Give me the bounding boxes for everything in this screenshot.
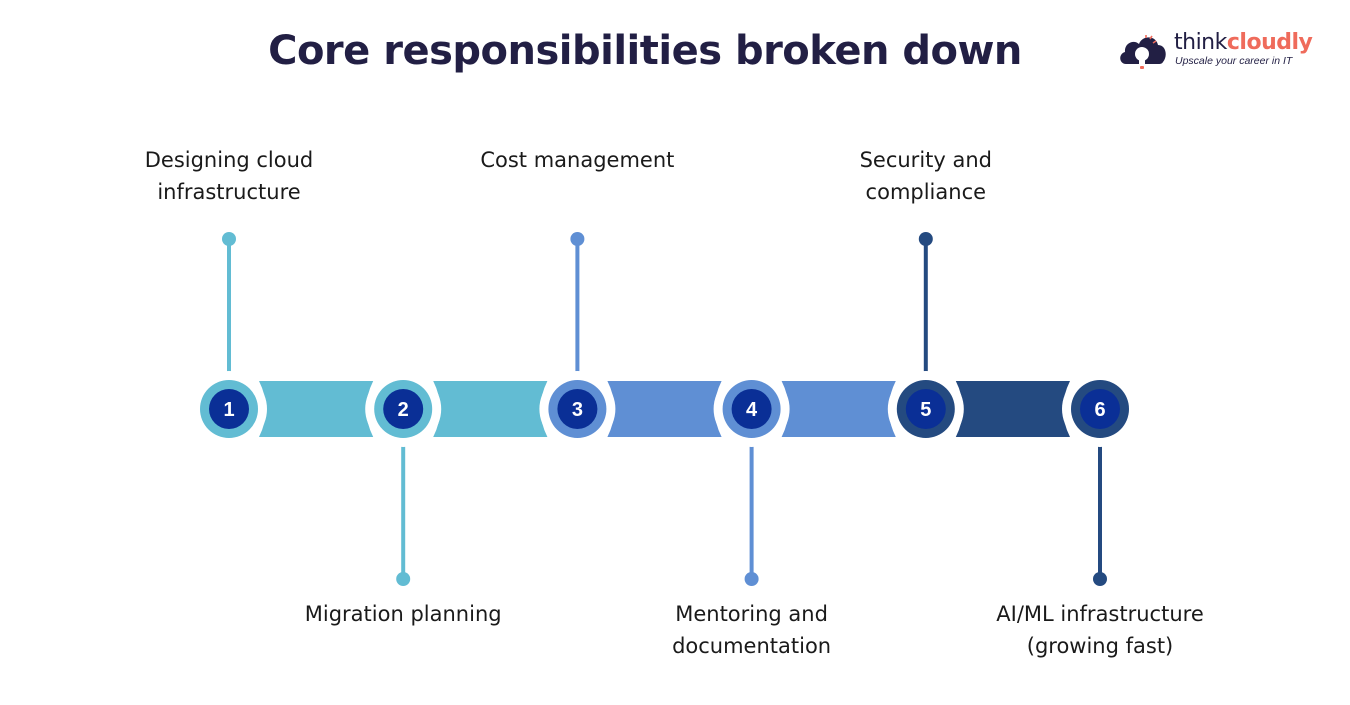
- step-node-inner: [731, 389, 772, 429]
- step-label-line: Cost management: [480, 148, 675, 172]
- connector-band: [955, 381, 1070, 437]
- step-node-inner: [209, 389, 249, 429]
- stem-dot: [918, 232, 933, 246]
- brand-name-part2: cloudly: [1226, 30, 1313, 55]
- stem-dot: [744, 572, 759, 586]
- connector-band: [259, 381, 374, 437]
- step-number: 1: [223, 399, 234, 421]
- brand-name-part1: think: [1174, 30, 1227, 55]
- step-number: 5: [920, 399, 931, 421]
- step-label-line: AI/ML infrastructure: [996, 602, 1204, 626]
- brand-tagline: Upscale your career in IT: [1175, 55, 1293, 67]
- page-title: Core responsibilities broken down: [268, 28, 1022, 74]
- step-label-line: Designing cloud: [144, 148, 314, 172]
- brand-logo: thinkcloudly Upscale your career in IT: [1118, 28, 1328, 70]
- step-label: Designing cloud infrastructure: [99, 144, 359, 208]
- step-label-line: Migration planning: [304, 602, 502, 626]
- step-number: 4: [746, 399, 758, 421]
- step-node-inner: [905, 389, 946, 429]
- step-label-line: Mentoring and: [675, 602, 828, 626]
- cloud-lightbulb-icon: [1120, 35, 1166, 69]
- connector-band: [433, 381, 548, 437]
- step-number: 6: [1094, 399, 1105, 421]
- connector-band: [607, 381, 722, 437]
- step-node-inner: [557, 389, 598, 429]
- step-label-line: (growing fast): [1026, 634, 1174, 658]
- step-label: AI/ML infrastructure (growing fast): [970, 598, 1230, 662]
- stem-dot: [570, 232, 585, 246]
- brand-name: thinkcloudly: [1174, 30, 1313, 55]
- stem-dot: [222, 232, 236, 246]
- step-label: Migration planning: [273, 598, 533, 630]
- step-label-line: documentation: [672, 634, 832, 658]
- stem-dot: [396, 572, 411, 586]
- step-label: Security and compliance: [796, 144, 1056, 208]
- stem-dot: [1093, 572, 1107, 586]
- step-label: Mentoring and documentation: [622, 598, 882, 662]
- connector-band: [781, 381, 896, 437]
- step-number: 3: [572, 399, 583, 421]
- step-label: Cost management: [447, 144, 707, 176]
- step-node-inner: [383, 389, 424, 429]
- step-number: 2: [398, 399, 409, 421]
- step-label-line: compliance: [865, 180, 987, 204]
- step-label-line: infrastructure: [157, 180, 301, 204]
- step-node-inner: [1080, 389, 1120, 429]
- step-label-line: Security and: [859, 148, 992, 172]
